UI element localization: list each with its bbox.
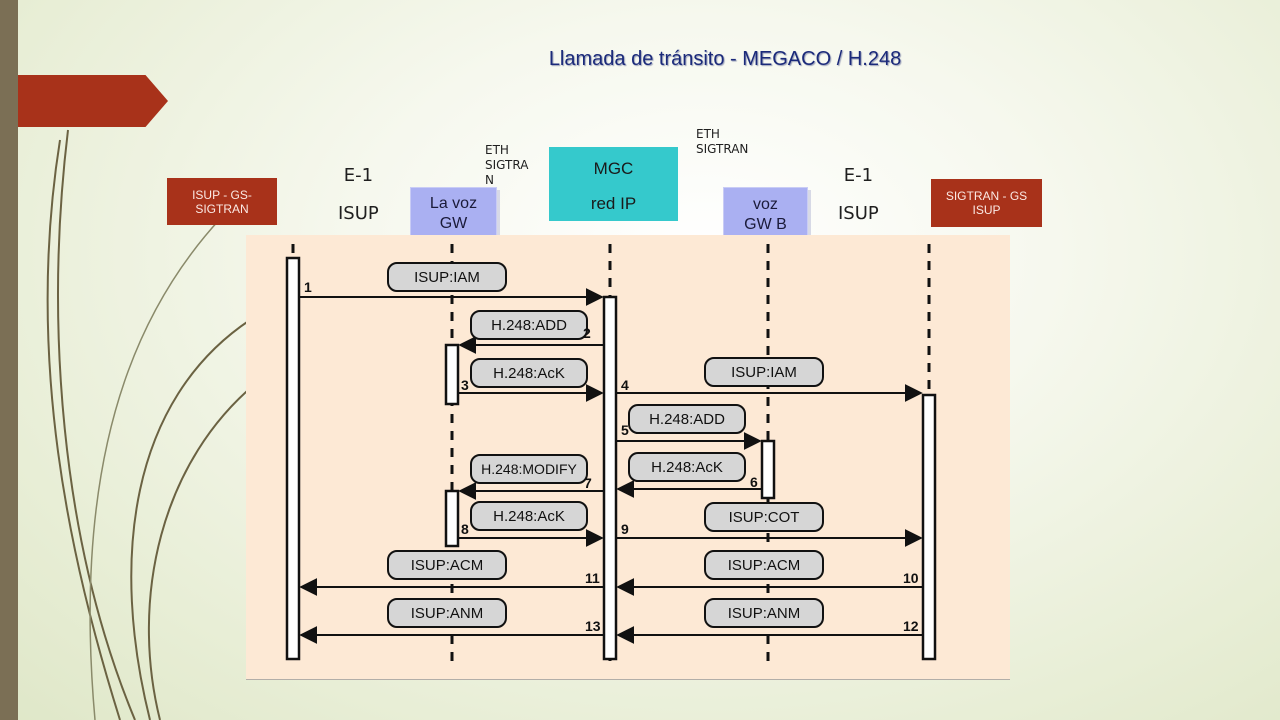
- message-label-texts: ISUP:IAM H.248:ADD H.248:AcK ISUP:IAM H.248:…: [411, 269, 801, 622]
- message-pill-8: [470, 501, 588, 531]
- message-pill-4: [704, 357, 824, 387]
- message-arrows: [299, 288, 923, 644]
- message-pill-1: [387, 262, 507, 292]
- activation-left-trunk: [285, 256, 301, 661]
- message-pill-12: [704, 598, 824, 628]
- message-label-6: H.248:AcK: [651, 459, 723, 476]
- e1-isup-label-right: E-1 ISUP: [838, 165, 879, 224]
- right-trunk-box: SIGTRAN - GS ISUP: [931, 179, 1042, 227]
- sequence-diagram: ISUP:IAM H.248:ADD H.248:AcK ISUP:IAM H.248:…: [246, 235, 1010, 680]
- page-title: Llamada de tránsito - MEGACO / H.248: [548, 48, 902, 70]
- e1-isup-label-left: E-1 ISUP: [338, 165, 379, 224]
- mgc-box: MGC red IP: [549, 147, 678, 221]
- message-label-8: H.248:AcK: [493, 508, 565, 525]
- left-accent-bar: [0, 0, 18, 720]
- activation-right-trunk: [921, 393, 937, 661]
- message-label-2: H.248:ADD: [491, 317, 567, 334]
- message-number-13: 13: [585, 618, 601, 634]
- message-pill-7: [470, 454, 588, 484]
- activation-gw-a-1: [444, 343, 460, 406]
- message-pill-2: [470, 310, 588, 340]
- eth-sigtran-label-right: ETH SIGTRAN: [696, 127, 749, 156]
- eth-sigtran-label-left: ETH SIGTRA N: [485, 143, 529, 187]
- message-pill-11: [387, 550, 507, 580]
- activations: [285, 256, 937, 661]
- message-number-8: 8: [461, 521, 469, 537]
- message-number-2: 2: [583, 325, 591, 341]
- message-label-13: ISUP:ANM: [411, 605, 484, 622]
- message-label-12: ISUP:ANM: [728, 605, 801, 622]
- message-number-1: 1: [304, 279, 312, 295]
- message-label-7: H.248:MODIFY: [481, 461, 577, 477]
- message-label-9: ISUP:COT: [729, 509, 800, 526]
- message-pill-3: [470, 358, 588, 388]
- decorative-curves: [46, 129, 260, 720]
- gateway-a-box: La voz GW: [410, 187, 497, 241]
- message-label-4: ISUP:IAM: [731, 364, 797, 381]
- left-trunk-box: ISUP - GS- SIGTRAN: [167, 178, 277, 225]
- message-label-1: ISUP:IAM: [414, 269, 480, 286]
- message-label-3: H.248:AcK: [493, 365, 565, 382]
- gateway-b-box: voz GW B: [723, 187, 808, 242]
- message-number-10: 10: [903, 570, 919, 586]
- message-number-4: 4: [621, 377, 629, 393]
- activation-gw-b: [760, 439, 776, 500]
- message-number-7: 7: [584, 475, 592, 491]
- message-label-11: ISUP:ACM: [411, 557, 484, 574]
- diagram-background: [246, 235, 1010, 680]
- message-number-3: 3: [461, 377, 469, 393]
- message-number-6: 6: [750, 474, 758, 490]
- message-pill-9: [704, 502, 824, 532]
- title-arrow-shape: [18, 75, 168, 127]
- message-pill-5: [628, 404, 746, 434]
- message-number-9: 9: [621, 521, 629, 537]
- message-pill-6: [628, 452, 746, 482]
- message-pill-10: [704, 550, 824, 580]
- message-label-pills: [387, 262, 824, 628]
- message-number-5: 5: [621, 422, 629, 438]
- message-label-5: H.248:ADD: [649, 411, 725, 428]
- message-pill-13: [387, 598, 507, 628]
- activation-gw-a-2: [444, 489, 460, 548]
- activation-mgc: [602, 295, 618, 661]
- message-number-12: 12: [903, 618, 919, 634]
- message-label-10: ISUP:ACM: [728, 557, 801, 574]
- message-number-11: 11: [585, 570, 600, 586]
